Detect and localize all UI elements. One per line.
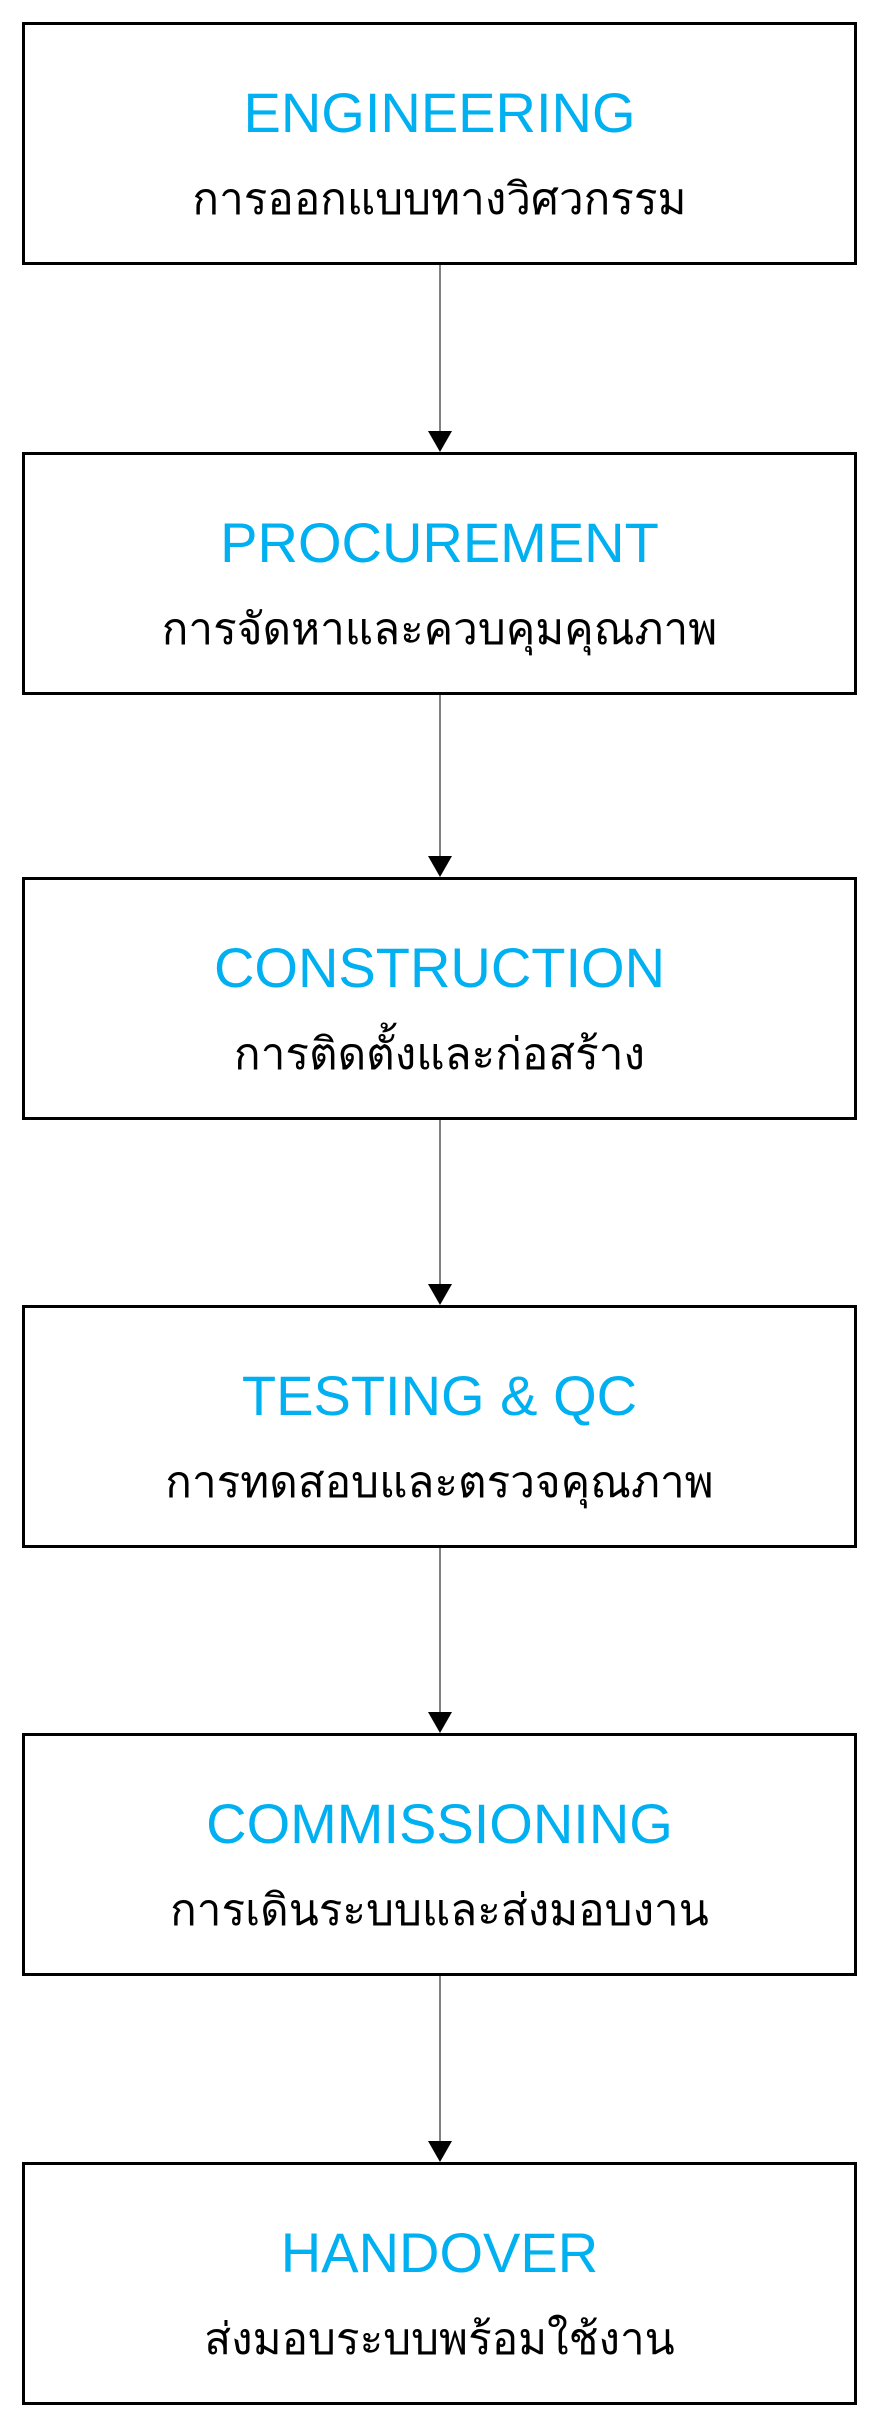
stage-subtitle-thai: การทดสอบและตรวจคุณภาพ bbox=[165, 1457, 714, 1507]
stage-subtitle-thai: ส่งมอบระบบพร้อมใช้งาน bbox=[204, 2314, 675, 2364]
stage-box-construction: CONSTRUCTION การติดตั้งและก่อสร้าง bbox=[22, 877, 857, 1120]
arrow-down-icon bbox=[428, 1712, 452, 1733]
stage-subtitle-thai: การจัดหาและควบคุมคุณภาพ bbox=[161, 604, 718, 654]
flow-arrow-4 bbox=[0, 1548, 880, 1733]
stage-box-testing-qc: TESTING & QC การทดสอบและตรวจคุณภาพ bbox=[22, 1305, 857, 1548]
stage-box-procurement: PROCUREMENT การจัดหาและควบคุมคุณภาพ bbox=[22, 452, 857, 695]
arrow-line bbox=[439, 1976, 441, 2141]
arrow-line bbox=[439, 695, 441, 856]
arrow-line bbox=[439, 1120, 441, 1284]
stage-title: COMMISSIONING bbox=[206, 1791, 673, 1855]
flow-arrow-5 bbox=[0, 1976, 880, 2162]
stage-title: HANDOVER bbox=[280, 2220, 599, 2284]
stage-title: TESTING & QC bbox=[241, 1363, 638, 1427]
stage-title: PROCUREMENT bbox=[220, 510, 659, 574]
flow-arrow-2 bbox=[0, 695, 880, 877]
stage-box-handover: HANDOVER ส่งมอบระบบพร้อมใช้งาน bbox=[22, 2162, 857, 2405]
arrow-down-icon bbox=[428, 1284, 452, 1305]
flow-arrow-1 bbox=[0, 265, 880, 452]
arrow-down-icon bbox=[428, 856, 452, 877]
arrow-line bbox=[439, 1548, 441, 1712]
stage-title: CONSTRUCTION bbox=[213, 935, 666, 999]
stage-subtitle-thai: การเดินระบบและส่งมอบงาน bbox=[170, 1885, 709, 1935]
stage-box-commissioning: COMMISSIONING การเดินระบบและส่งมอบงาน bbox=[22, 1733, 857, 1976]
arrow-down-icon bbox=[428, 2141, 452, 2162]
flow-arrow-3 bbox=[0, 1120, 880, 1305]
stage-subtitle-thai: การติดตั้งและก่อสร้าง bbox=[234, 1029, 645, 1079]
stage-box-engineering: ENGINEERING การออกแบบทางวิศวกรรม bbox=[22, 22, 857, 265]
stage-subtitle-thai: การออกแบบทางวิศวกรรม bbox=[192, 174, 687, 224]
stage-title: ENGINEERING bbox=[243, 80, 636, 144]
arrow-line bbox=[439, 265, 441, 431]
arrow-down-icon bbox=[428, 431, 452, 452]
